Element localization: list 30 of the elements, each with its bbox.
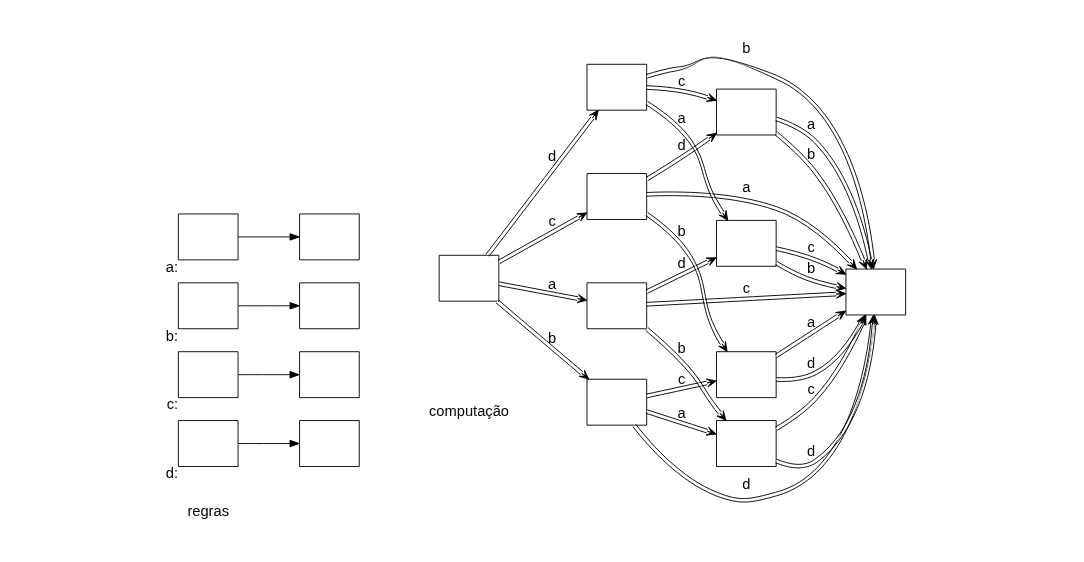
edge-label: a: [548, 276, 557, 293]
edge-label: a: [677, 404, 686, 421]
edge-label: b: [548, 330, 557, 347]
edge-label: d: [677, 254, 686, 271]
edge-label: c: [548, 212, 556, 229]
edge-label: a: [806, 116, 816, 133]
edge-label: a: [677, 109, 686, 126]
edge-label: d: [742, 476, 751, 493]
edge-label: c: [677, 370, 686, 387]
node-label: d:: [165, 465, 179, 482]
edge-label: d: [806, 443, 816, 460]
edge-label: a: [806, 313, 816, 330]
edge-label: d: [677, 136, 686, 153]
edge-label: b: [677, 222, 686, 239]
edge-label: b: [742, 40, 751, 57]
label: regras: [187, 502, 230, 519]
edge-label: a: [742, 178, 751, 195]
edge-label: c: [807, 239, 815, 256]
edge-label: c: [677, 73, 686, 90]
edge-label: b: [806, 260, 816, 277]
node-label: a:: [165, 258, 179, 275]
edge-label: c: [807, 380, 815, 397]
node-label: c:: [166, 396, 179, 413]
label: computação: [428, 402, 510, 419]
edge-label: c: [742, 279, 750, 296]
edge-label: b: [677, 340, 686, 357]
node-label: b:: [165, 327, 179, 344]
edge-label: d: [806, 355, 816, 372]
edge-label: d: [548, 148, 557, 165]
edge-label: b: [806, 145, 816, 162]
